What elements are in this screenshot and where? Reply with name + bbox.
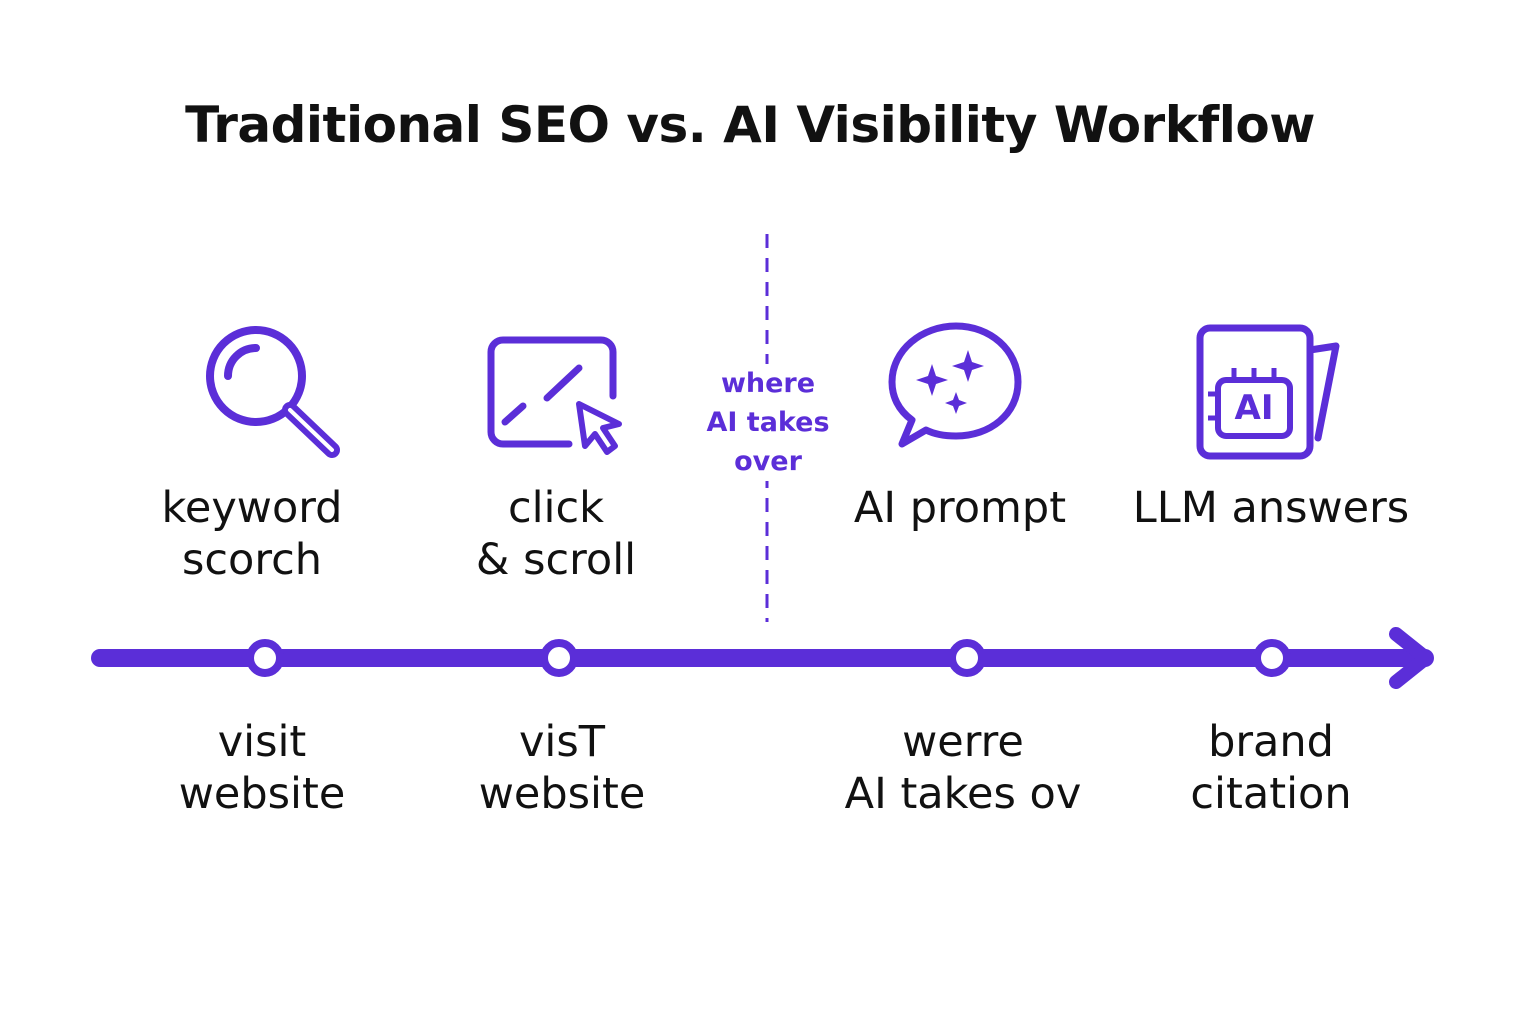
step-1-bottom-label: visit website [178, 717, 346, 819]
diagram-title: Traditional SEO vs. AI Visibility Workfl… [185, 96, 1315, 154]
step-3-bottom-label: werre AI takes ov [844, 717, 1082, 819]
step-2-top-label: click & scroll [475, 483, 637, 585]
chat-sparkle-icon [886, 320, 1026, 450]
svg-text:AI: AI [1235, 388, 1274, 428]
timeline-arrowhead [1389, 627, 1433, 689]
magnifier-icon [200, 318, 345, 463]
divider-note: where AI takes over [688, 364, 848, 481]
timeline-node-4 [1253, 639, 1291, 677]
step-2-bottom-label: visT website [478, 717, 646, 819]
step-4-top-label: LLM answers [1132, 483, 1410, 533]
step-3-top-label: AI prompt [853, 483, 1067, 533]
timeline-node-1 [246, 639, 284, 677]
click-cursor-icon [485, 334, 635, 464]
step-1-top-label: keyword scorch [161, 483, 343, 585]
timeline-node-2 [540, 639, 578, 677]
ai-document-icon: AI [1194, 322, 1344, 462]
timeline-node-3 [948, 639, 986, 677]
step-4-bottom-label: brand citation [1190, 717, 1352, 819]
